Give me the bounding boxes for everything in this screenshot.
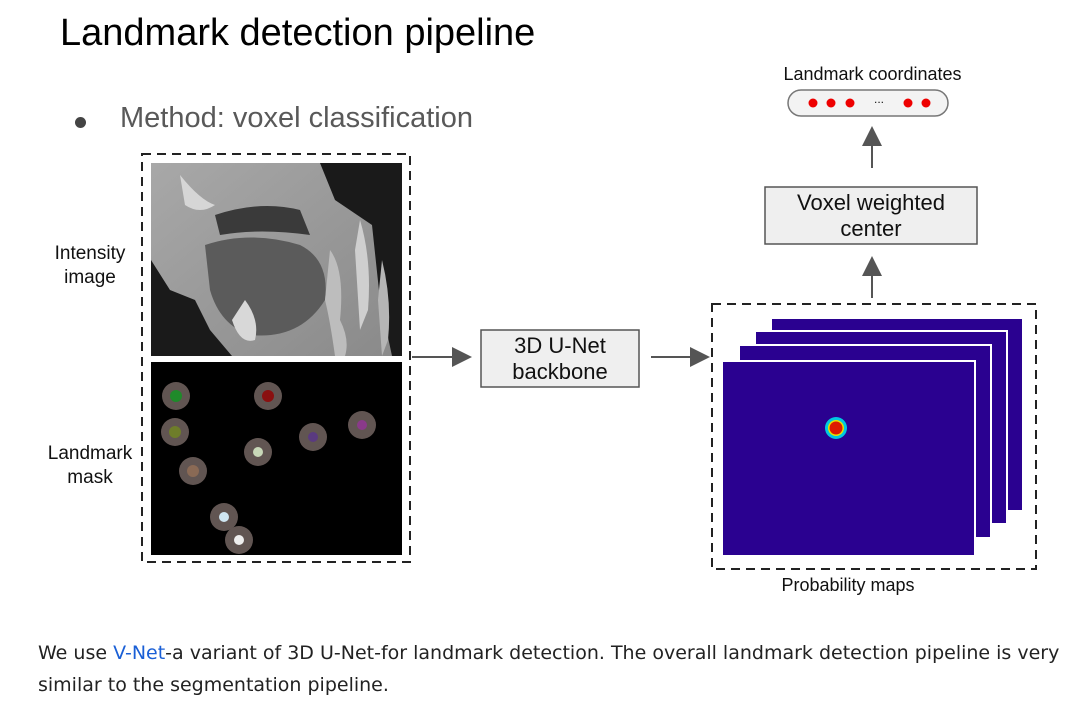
probability-maps	[721, 317, 1024, 557]
maps-frame	[711, 303, 1037, 570]
label-ellipsis: ...	[873, 92, 884, 106]
description-paragraph: We use V-Net-a variant of 3D U-Net-for l…	[38, 637, 1083, 701]
label-landmark-coordinates: Landmark coordinates	[783, 64, 962, 84]
intensity-image	[151, 163, 402, 356]
pipeline-diagram	[141, 89, 1037, 570]
coordinate-dots	[808, 98, 931, 108]
landmark-mask	[151, 362, 402, 555]
input-frame	[141, 153, 411, 563]
voxel-center-box	[764, 186, 978, 245]
bullet-method: Method: voxel classification	[120, 102, 473, 134]
paragraph-text-end: -a variant of 3D U-Net-for landmark dete…	[38, 642, 1060, 696]
paragraph-text-start: We use	[38, 642, 114, 664]
label-unet: 3D U-Net backbone	[512, 333, 608, 384]
slide-title: Landmark detection pipeline	[60, 12, 536, 54]
unet-box	[480, 329, 640, 388]
label-voxel-center: Voxel weighted center	[797, 190, 945, 241]
label-intensity-image: Intensity image	[54, 243, 126, 288]
coordinates-pill	[787, 89, 949, 117]
bullet-dot	[75, 117, 86, 128]
label-landmark-mask: Landmark mask	[47, 443, 133, 488]
vnet-link[interactable]: V-Net	[113, 642, 166, 664]
label-probability-maps: Probability maps	[781, 575, 915, 595]
